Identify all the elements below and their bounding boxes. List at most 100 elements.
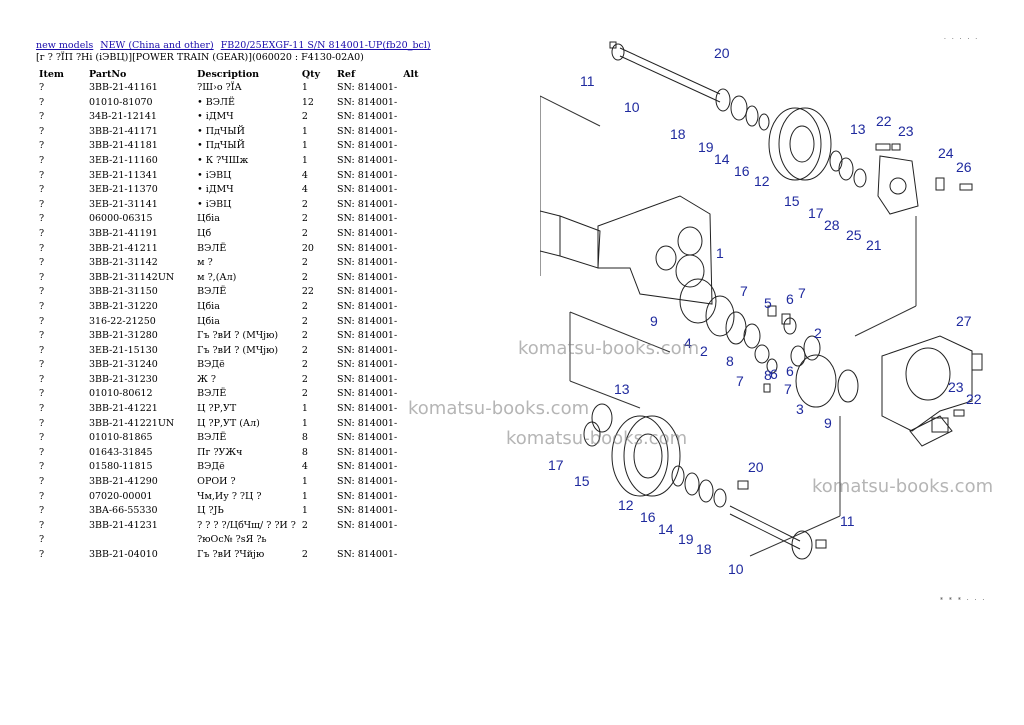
row-description: Цбіа bbox=[197, 315, 220, 327]
callout-14: 14 bbox=[658, 521, 674, 537]
breadcrumb-link-new-china[interactable]: NEW (China and other) bbox=[100, 40, 214, 51]
row-description: • К ?ЧШж bbox=[197, 154, 249, 166]
exploded-parts-diagram: 1120101819141612132223242615172825211975… bbox=[540, 41, 983, 577]
callout-12: 12 bbox=[754, 173, 770, 189]
row-ref: SN: 814001- bbox=[337, 213, 398, 225]
row-description: Цб bbox=[197, 227, 212, 239]
header-partno: PartNo bbox=[88, 68, 127, 80]
callout-7: 7 bbox=[736, 373, 744, 389]
row-description: Ц ?Р,УТ (Ал) bbox=[197, 417, 260, 429]
breadcrumb-link-new-models[interactable]: new models bbox=[36, 40, 94, 51]
table-row: ? 316-22-21250 Цбіа 2 SN: 814001- bbox=[36, 316, 422, 331]
row-qty: 1 bbox=[301, 505, 308, 517]
breadcrumb: new models NEW (China and other) FB20/25… bbox=[36, 40, 431, 52]
callout-24: 24 bbox=[938, 145, 954, 161]
row-alt bbox=[400, 97, 421, 112]
row-description: • іЭВЦ bbox=[197, 198, 232, 210]
row-qty: 1 bbox=[301, 154, 308, 166]
callout-19: 19 bbox=[698, 139, 714, 155]
row-alt bbox=[400, 111, 421, 126]
callout-1: 1 bbox=[716, 245, 724, 261]
row-ref: SN: 814001- bbox=[337, 257, 398, 269]
row-partno: 3BB-21-41290 bbox=[88, 476, 158, 488]
row-alt bbox=[400, 461, 421, 476]
row-description: • іДМЧ bbox=[197, 111, 234, 123]
parts-table: Item PartNo Description Qty Ref Alt ?3BB… bbox=[36, 66, 422, 564]
row-partno: 01010-81070 bbox=[88, 96, 153, 108]
row-description: Чм,Иу ? ?Ц ? bbox=[197, 490, 262, 502]
row-partno bbox=[67, 534, 177, 549]
row-alt bbox=[400, 228, 421, 243]
row-partno: 34B-21-12141 bbox=[88, 111, 157, 123]
row-ref: SN: 814001- bbox=[337, 446, 398, 458]
row-alt bbox=[400, 184, 421, 199]
row-item: ? bbox=[39, 286, 45, 298]
table-row: ??юОс№ ?sЯ ?ь bbox=[36, 534, 422, 549]
row-partno: 07020-00001 bbox=[88, 490, 153, 502]
row-alt bbox=[400, 330, 421, 345]
callout-11: 11 bbox=[840, 513, 855, 529]
callout-14: 14 bbox=[714, 151, 730, 167]
row-ref: SN: 814001- bbox=[337, 432, 398, 444]
row-partno: 01580-11815 bbox=[88, 461, 153, 473]
header-alt: Alt bbox=[403, 68, 419, 80]
callout-19: 19 bbox=[678, 531, 694, 547]
row-item: ? bbox=[39, 344, 45, 356]
row-item: ? bbox=[39, 417, 45, 429]
row-partno: 01010-81865 bbox=[88, 432, 153, 444]
callout-9: 9 bbox=[824, 415, 832, 431]
row-qty: 2 bbox=[301, 373, 308, 385]
row-alt bbox=[400, 549, 421, 564]
row-qty: 4 bbox=[301, 184, 308, 196]
row-partno: 3EB-21-11370 bbox=[88, 184, 158, 196]
row-alt bbox=[400, 534, 421, 549]
breadcrumb-link-model[interactable]: FB20/25EXGF-11 S/N 814001-UP(fb20_bcl) bbox=[220, 40, 431, 51]
row-partno: 01010-80612 bbox=[88, 388, 153, 400]
callout-12: 12 bbox=[618, 497, 634, 513]
row-partno: 3BB-21-41231 bbox=[88, 519, 158, 531]
row-ref: SN: 814001- bbox=[337, 242, 398, 254]
row-item: ? bbox=[39, 184, 45, 196]
row-ref: SN: 814001- bbox=[337, 549, 398, 560]
row-item: ? bbox=[39, 373, 45, 385]
header-qty: Qty bbox=[301, 68, 320, 80]
row-qty: 2 bbox=[301, 315, 308, 327]
row-partno: 316-22-21250 bbox=[88, 315, 156, 327]
row-qty: 22 bbox=[301, 286, 314, 298]
row-partno: 3BB-21-41221UN bbox=[88, 417, 175, 429]
row-qty: 4 bbox=[301, 169, 308, 181]
row-alt bbox=[400, 82, 421, 97]
hub-cover-upper bbox=[829, 150, 919, 215]
row-item: ? bbox=[39, 534, 45, 546]
row-partno: 3BB-21-31220 bbox=[88, 300, 158, 312]
callout-13: 13 bbox=[850, 121, 866, 137]
callout-11: 11 bbox=[580, 73, 595, 89]
row-description: ВЭЛЁ bbox=[197, 242, 227, 254]
row-qty: 1 bbox=[301, 490, 308, 502]
row-partno: 3EB-21-11341 bbox=[88, 169, 158, 181]
row-qty: 2 bbox=[301, 111, 308, 123]
row-ref: SN: 814001- bbox=[337, 315, 398, 327]
row-ref: SN: 814001- bbox=[337, 330, 398, 342]
row-description: ВЭЛЁ bbox=[197, 432, 227, 444]
row-item: ? bbox=[39, 300, 45, 312]
row-ref: SN: 814001- bbox=[337, 519, 398, 531]
row-alt bbox=[400, 170, 421, 185]
row-item: ? bbox=[39, 519, 45, 531]
row-ref: SN: 814001- bbox=[337, 154, 398, 166]
callout-15: 15 bbox=[574, 473, 590, 489]
row-item: ? bbox=[39, 169, 45, 181]
row-description: м ? bbox=[197, 257, 213, 269]
row-item: ? bbox=[39, 461, 45, 473]
row-item: ? bbox=[39, 315, 45, 327]
callout-20: 20 bbox=[748, 459, 764, 475]
row-qty: 2 bbox=[301, 271, 308, 283]
row-description: Ц ?Р,УТ bbox=[197, 403, 237, 415]
